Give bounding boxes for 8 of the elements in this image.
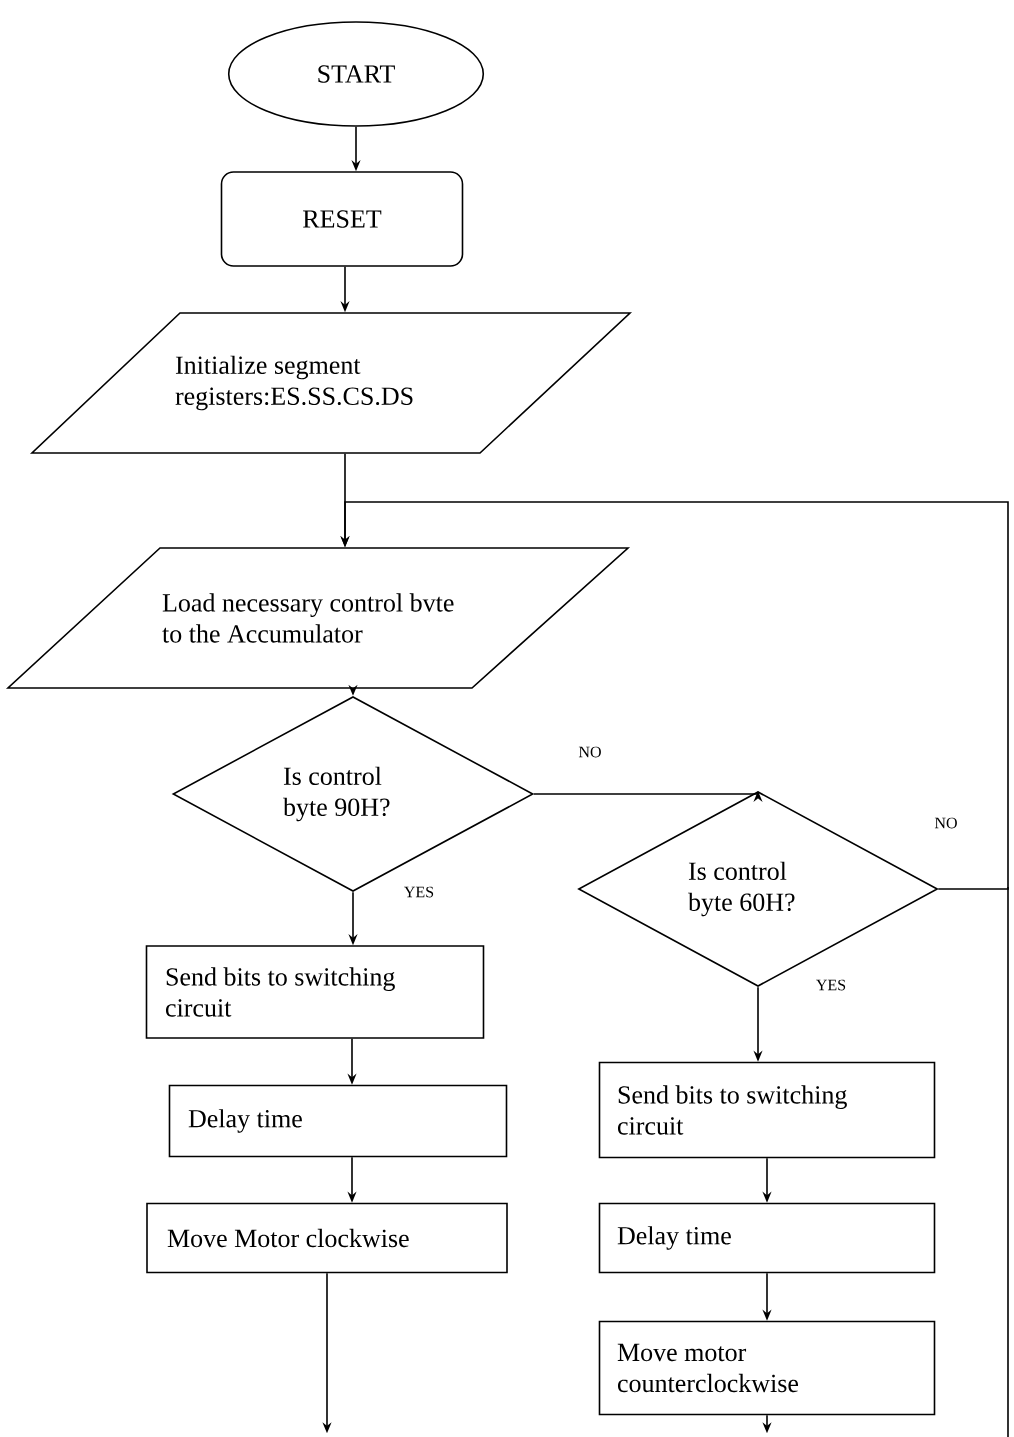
process-box: Move Motor clockwise (146, 1202, 508, 1274)
process-box: RESET (220, 171, 464, 267)
process-box: Move motor counterclockwise (598, 1320, 936, 1416)
edge-label: NO (578, 746, 601, 758)
process-box: Delay time (168, 1084, 508, 1158)
process-box: Send bits to switching circuit (598, 1061, 936, 1159)
process-box: Send bits to switching circuit (145, 945, 485, 1039)
process-box: Delay time (598, 1202, 936, 1274)
